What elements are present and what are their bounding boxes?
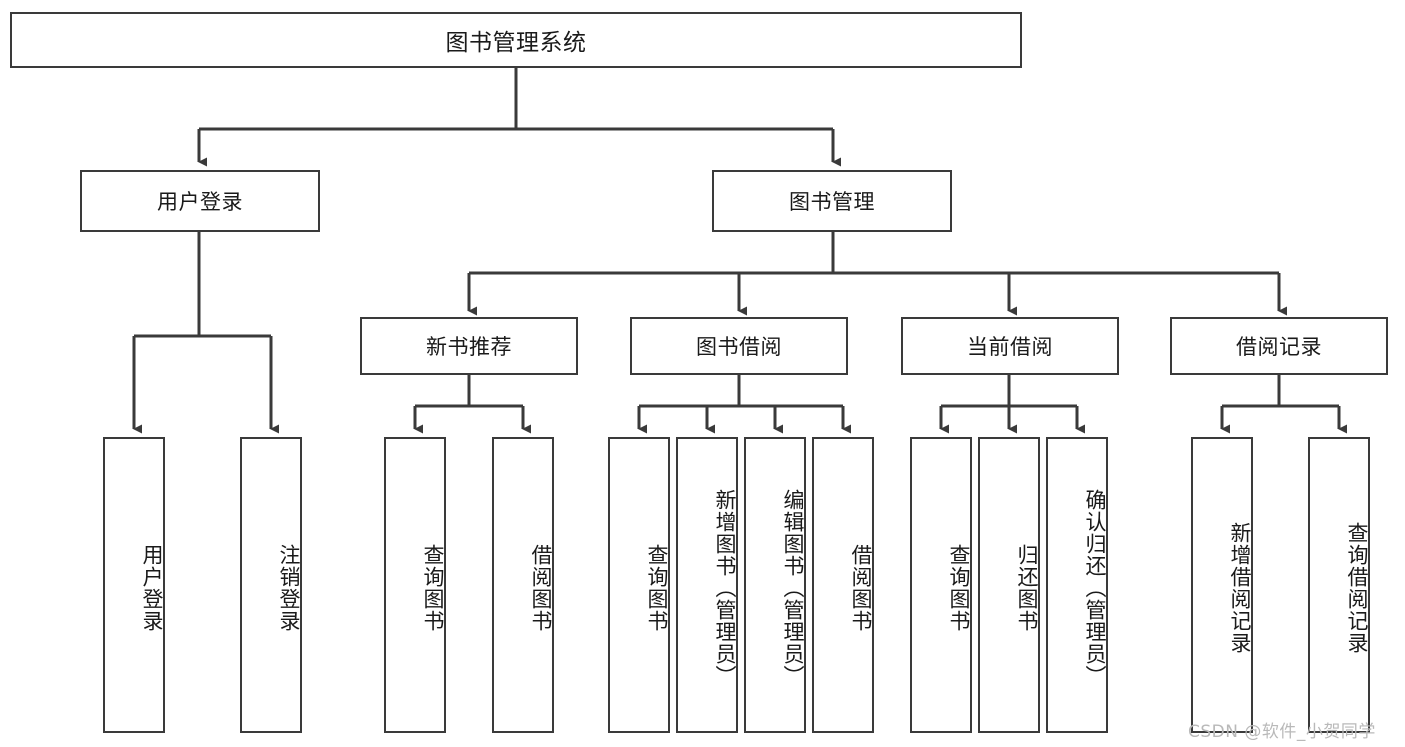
leaf-logout[interactable]: 注销登录 xyxy=(240,437,302,733)
node-new-book-recommend[interactable]: 新书推荐 xyxy=(360,317,578,375)
leaf-edit-book-admin[interactable]: 编辑图书（管理员） xyxy=(744,437,806,733)
node-label: 编辑图书（管理员） xyxy=(781,489,805,687)
leaf-borrow-book[interactable]: 借阅图书 xyxy=(812,437,874,733)
node-borrow-record[interactable]: 借阅记录 xyxy=(1170,317,1388,375)
node-label: 图书管理 xyxy=(789,190,875,214)
node-book-borrow[interactable]: 图书借阅 xyxy=(630,317,848,375)
node-user-login[interactable]: 用户登录 xyxy=(80,170,320,232)
node-book-management[interactable]: 图书管理 xyxy=(712,170,952,232)
node-current-borrow[interactable]: 当前借阅 xyxy=(901,317,1119,375)
watermark-credit: CSDN @软件_小贺同学 xyxy=(1188,722,1376,742)
node-label: 新增图书（管理员） xyxy=(713,489,737,687)
node-label: 新增借阅记录 xyxy=(1228,522,1252,654)
leaf-query-book-recommend[interactable]: 查询图书 xyxy=(384,437,446,733)
node-label: 图书管理系统 xyxy=(445,30,587,56)
node-label: 借阅图书 xyxy=(849,544,873,632)
node-label: 当前借阅 xyxy=(967,335,1053,359)
leaf-query-borrow-record[interactable]: 查询借阅记录 xyxy=(1308,437,1370,733)
node-label: 归还图书 xyxy=(1015,544,1039,632)
leaf-query-book-current[interactable]: 查询图书 xyxy=(910,437,972,733)
node-label: 确认归还（管理员） xyxy=(1083,489,1107,687)
leaf-add-borrow-record[interactable]: 新增借阅记录 xyxy=(1191,437,1253,733)
node-label: 查询借阅记录 xyxy=(1345,522,1369,654)
node-label: 查询图书 xyxy=(421,544,445,632)
leaf-borrow-book-recommend[interactable]: 借阅图书 xyxy=(492,437,554,733)
leaf-confirm-return-admin[interactable]: 确认归还（管理员） xyxy=(1046,437,1108,733)
leaf-add-book-admin[interactable]: 新增图书（管理员） xyxy=(676,437,738,733)
node-label: 借阅图书 xyxy=(529,544,553,632)
node-label: 图书借阅 xyxy=(696,335,782,359)
node-root-system[interactable]: 图书管理系统 xyxy=(10,12,1022,68)
node-label: 注销登录 xyxy=(277,544,301,632)
node-label: 查询图书 xyxy=(645,544,669,632)
node-label: 借阅记录 xyxy=(1236,335,1322,359)
node-label: 新书推荐 xyxy=(426,335,512,359)
leaf-query-book-borrow[interactable]: 查询图书 xyxy=(608,437,670,733)
node-label: 用户登录 xyxy=(140,544,164,632)
node-label: 用户登录 xyxy=(157,190,243,214)
node-label: 查询图书 xyxy=(947,544,971,632)
leaf-return-book[interactable]: 归还图书 xyxy=(978,437,1040,733)
leaf-user-login[interactable]: 用户登录 xyxy=(103,437,165,733)
